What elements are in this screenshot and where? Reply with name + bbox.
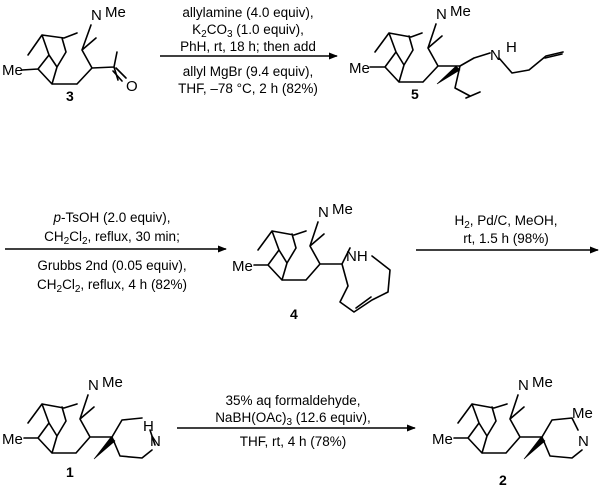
condition-r2-line3: Grubbs 2nd (0.05 equiv), — [37, 258, 186, 273]
compound-5: N Me Me N H 5 — [349, 3, 564, 102]
condition-r4-line2: NaBH(OAc)3 (12.6 equiv), — [215, 410, 371, 428]
atom-me-c: Me — [232, 258, 253, 275]
condition-r1-line4: allyl MgBr (9.4 equiv), — [183, 64, 314, 79]
atom-me-c: Me — [349, 60, 370, 77]
condition-r3-line1: H2, Pd/C, MeOH, — [454, 213, 557, 231]
atom-me-c: Me — [2, 431, 23, 448]
atom-me-c: Me — [432, 431, 453, 448]
atom-nh-h: H — [506, 39, 517, 56]
compound-label-1: 1 — [66, 464, 74, 480]
atom-me-n: Me — [532, 374, 553, 391]
atom-me-n: Me — [105, 4, 126, 21]
atom-n: N — [91, 7, 102, 24]
atom-nh-h: H — [143, 418, 154, 435]
atom-nh: NH — [346, 248, 368, 265]
compound-2: N Me Me N Me 2 — [432, 374, 593, 488]
atom-me-n2: Me — [572, 405, 593, 422]
atom-n: N — [436, 6, 447, 23]
reaction-3: H2, Pd/C, MeOH, rt, 1.5 h (98%) — [416, 213, 599, 254]
compound-label-2: 2 — [499, 472, 507, 488]
condition-r1-line2: K2CO3 (1.0 equiv), — [192, 22, 304, 40]
compound-3: N Me Me O 3 — [2, 4, 138, 104]
atom-n: N — [318, 204, 329, 221]
condition-r4-line1: 35% aq formaldehyde, — [225, 393, 360, 408]
condition-r2-line1: p-TsOH (2.0 equiv), — [52, 210, 170, 225]
atom-nh-n: N — [150, 433, 161, 450]
condition-r1-line1: allylamine (4.0 equiv), — [182, 5, 313, 20]
atom-o: O — [126, 78, 138, 95]
condition-r1-line5: THF, –78 °C, 2 h (82%) — [178, 81, 318, 96]
reaction-1: allylamine (4.0 equiv), K2CO3 (1.0 equiv… — [160, 5, 338, 96]
condition-r1-line3: PhH, rt, 18 h; then add — [180, 39, 316, 54]
atom-nh-n: N — [490, 47, 501, 64]
compound-4: N Me Me NH 4 — [232, 201, 391, 322]
reaction-2: p-TsOH (2.0 equiv), CH2Cl2, reflux, 30 m… — [5, 210, 227, 295]
condition-r2-line2: CH2Cl2, reflux, 30 min; — [44, 229, 180, 247]
condition-r2-line4: CH2Cl2, reflux, 4 h (82%) — [37, 277, 187, 295]
atom-me-n: Me — [450, 3, 471, 20]
condition-r3-line2: rt, 1.5 h (98%) — [463, 231, 549, 246]
atom-n: N — [518, 377, 529, 394]
atom-n2: N — [578, 433, 589, 450]
compound-label-4: 4 — [290, 306, 298, 322]
reaction-4: 35% aq formaldehyde, NaBH(OAc)3 (12.6 eq… — [177, 393, 416, 449]
atom-n: N — [88, 377, 99, 394]
atom-me-n: Me — [332, 201, 353, 218]
atom-me-c: Me — [2, 62, 23, 79]
compound-label-3: 3 — [66, 88, 74, 104]
condition-r4-line3: THF, rt, 4 h (78%) — [240, 434, 347, 449]
atom-me-n: Me — [102, 374, 123, 391]
compound-label-5: 5 — [411, 86, 419, 102]
compound-1: N Me Me N H 1 — [2, 374, 161, 480]
